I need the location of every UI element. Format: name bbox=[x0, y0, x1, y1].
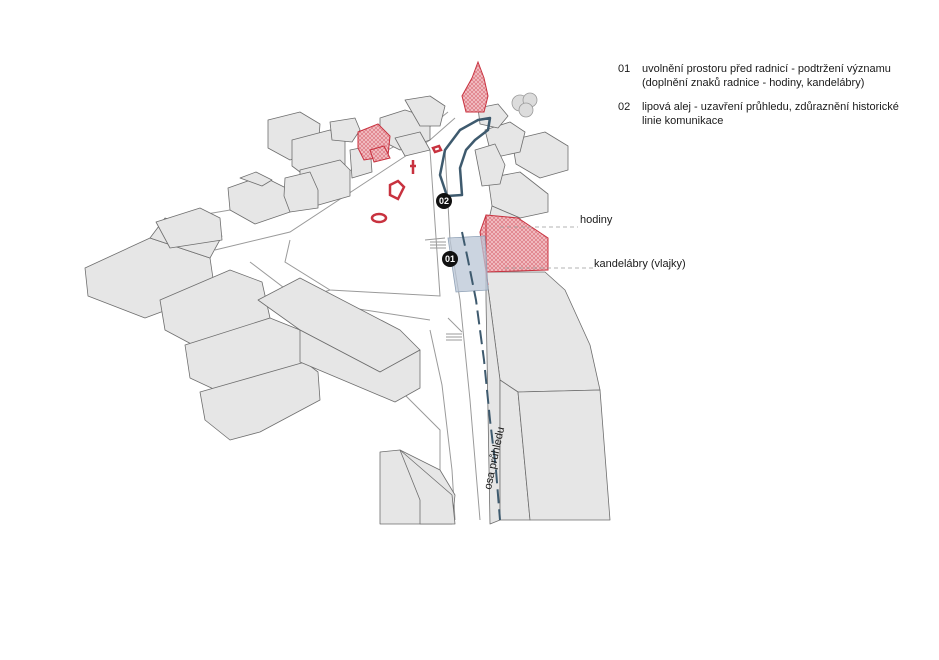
building bbox=[155, 207, 223, 249]
legend-number: 01 bbox=[618, 63, 631, 75]
building bbox=[485, 271, 501, 525]
legend-item: 02 lipová alej - uzavření průhledu, zdůr… bbox=[618, 100, 918, 128]
legend: 01 uvolnění prostoru před radnicí - podt… bbox=[618, 62, 918, 138]
building bbox=[299, 329, 421, 403]
building-blocks bbox=[84, 95, 611, 525]
red-small-pavilion bbox=[369, 145, 391, 163]
building bbox=[283, 171, 319, 213]
fountain-ring bbox=[370, 212, 388, 224]
monument bbox=[431, 144, 443, 154]
building bbox=[477, 103, 509, 129]
red-monuments bbox=[370, 144, 443, 224]
clock-label: hodiny bbox=[580, 214, 613, 226]
monument bbox=[388, 179, 406, 201]
building bbox=[329, 117, 361, 143]
svg-text:01: 01 bbox=[445, 254, 455, 264]
legend-text: uvolnění prostoru před radnicí - podtrže… bbox=[642, 63, 891, 89]
legend-item: 01 uvolnění prostoru před radnicí - podt… bbox=[618, 62, 918, 90]
crosswalks bbox=[430, 241, 462, 341]
building bbox=[474, 143, 506, 187]
building bbox=[517, 389, 611, 521]
view-axis-line bbox=[461, 231, 501, 521]
building bbox=[394, 131, 431, 157]
building bbox=[239, 171, 273, 187]
svg-text:02: 02 bbox=[439, 196, 449, 206]
building bbox=[404, 95, 446, 127]
building bbox=[511, 131, 569, 179]
marker-01: 01 bbox=[442, 251, 458, 267]
town-hall-tower bbox=[461, 60, 489, 113]
building bbox=[485, 271, 601, 393]
linden-alley-outline bbox=[438, 116, 492, 198]
tree-icon bbox=[511, 92, 538, 118]
building bbox=[399, 449, 456, 525]
legend-number: 02 bbox=[618, 101, 631, 113]
annotation-leaders bbox=[500, 226, 594, 269]
legend-text: lipová alej - uzavření průhledu, zdůrazn… bbox=[642, 101, 899, 127]
town-hall-facade bbox=[485, 214, 549, 273]
marker-02: 02 bbox=[436, 193, 452, 209]
lamps-label: kandelábry (vlajky) bbox=[594, 258, 686, 270]
